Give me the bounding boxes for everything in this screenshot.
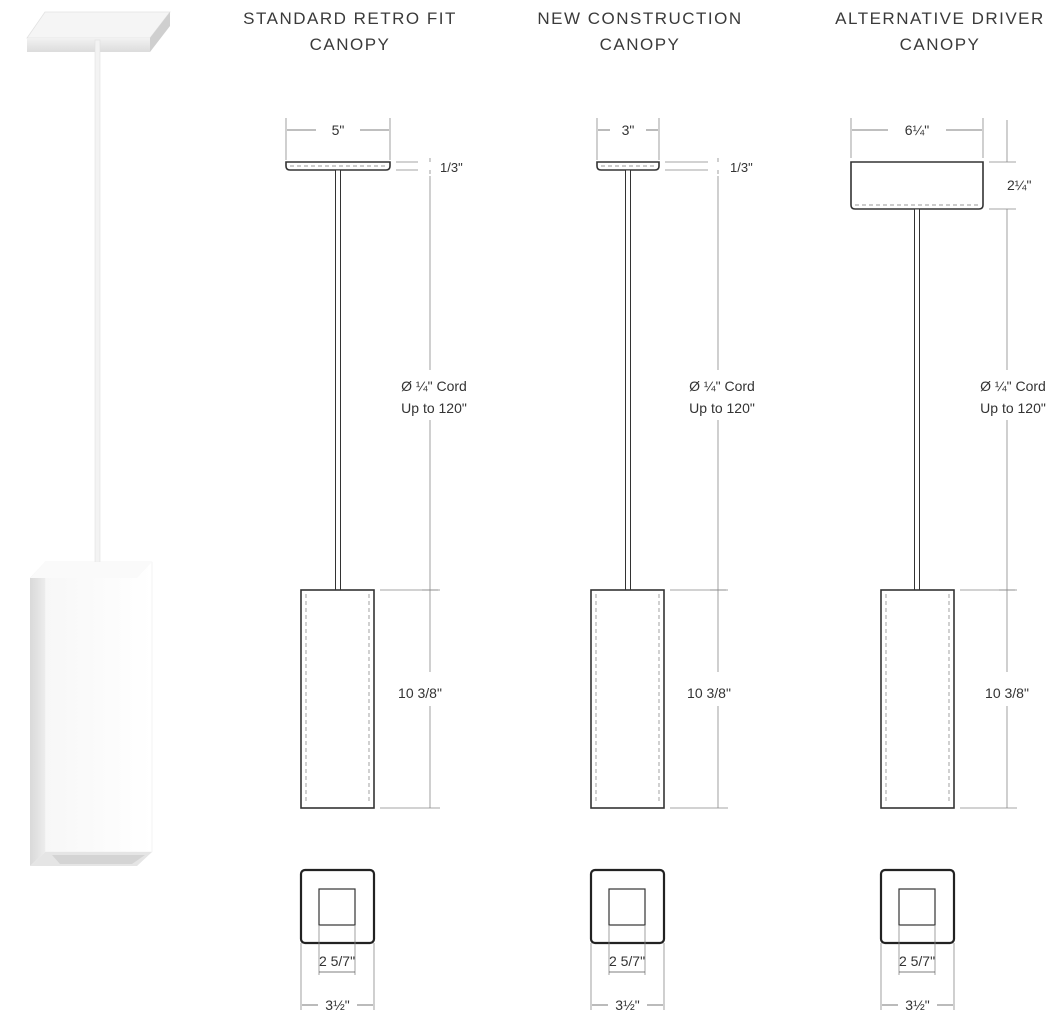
product-render (26, 11, 171, 866)
svg-text:Up to 120": Up to 120" (980, 400, 1046, 416)
fixture-bottom-view (299, 868, 376, 945)
fixture-body-side-view (880, 589, 955, 809)
svg-text:1/3": 1/3" (440, 160, 463, 175)
fixture-bottom-view (589, 868, 666, 945)
svg-text:3½": 3½" (615, 997, 639, 1013)
cord (625, 169, 631, 591)
svg-text:10 3/8": 10 3/8" (398, 685, 442, 701)
svg-text:10 3/8": 10 3/8" (687, 685, 731, 701)
canopy-height-dimension: 1/3" (665, 158, 753, 175)
svg-text:Ø ¼" Cord: Ø ¼" Cord (689, 378, 755, 394)
cord-length-dimension: Ø ¼" Cord Up to 120" (401, 176, 467, 591)
variant-title-line1: ALTERNATIVE DRIVER (835, 9, 1045, 28)
variant-standard-retro-fit: STANDARD RETRO FIT CANOPY 5" 1/3" (243, 9, 467, 1013)
variant-title-line2: CANOPY (310, 35, 391, 54)
svg-text:Up to 120": Up to 120" (689, 400, 755, 416)
svg-text:2¼": 2¼" (1007, 177, 1031, 193)
cord-length-dimension: Ø ¼" Cord Up to 120" (980, 222, 1046, 591)
svg-text:Up to 120": Up to 120" (401, 400, 467, 416)
variant-title-line2: CANOPY (900, 35, 981, 54)
render-cord (94, 39, 101, 566)
variant-title-line1: STANDARD RETRO FIT (243, 9, 457, 28)
canopy-side-view (285, 161, 391, 171)
canopy-width-dimension: 5" (285, 118, 391, 160)
body-height-dimension: 10 3/8" (960, 589, 1029, 809)
canopy-side-view (850, 161, 984, 210)
cord-length-dimension: Ø ¼" Cord Up to 120" (689, 176, 755, 591)
body-height-dimension: 10 3/8" (670, 589, 731, 809)
canopy-height-dimension: 1/3" (396, 158, 463, 175)
bottom-width-dimensions: 2 5/7" 3½" (590, 925, 665, 1013)
body-height-dimension: 10 3/8" (380, 589, 442, 809)
variant-title-line2: CANOPY (600, 35, 681, 54)
svg-text:3½": 3½" (905, 997, 929, 1013)
cord (335, 169, 341, 591)
svg-text:3½": 3½" (325, 997, 349, 1013)
canopy-height-dimension: 2¼" (989, 120, 1031, 222)
canopy-width-dimension: 6¼" (850, 118, 984, 158)
svg-text:5": 5" (332, 122, 345, 138)
variant-alternative-driver: ALTERNATIVE DRIVER CANOPY 6¼" 2¼" Ø ¼" C… (835, 9, 1046, 1013)
canopy-width-dimension: 3" (596, 118, 660, 160)
svg-text:Ø ¼" Cord: Ø ¼" Cord (980, 378, 1046, 394)
svg-text:1/3": 1/3" (730, 160, 753, 175)
svg-text:2 5/7": 2 5/7" (609, 953, 645, 969)
bottom-width-dimensions: 2 5/7" 3½" (300, 925, 375, 1013)
render-fixture-body (30, 561, 153, 866)
svg-text:3": 3" (622, 122, 635, 138)
fixture-bottom-view (879, 868, 956, 945)
bottom-width-dimensions: 2 5/7" 3½" (880, 925, 955, 1013)
svg-text:Ø ¼" Cord: Ø ¼" Cord (401, 378, 467, 394)
fixture-body-side-view (590, 589, 665, 809)
variant-title-line1: NEW CONSTRUCTION (537, 9, 742, 28)
canopy-side-view (596, 161, 660, 171)
svg-text:10 3/8": 10 3/8" (985, 685, 1029, 701)
svg-text:2 5/7": 2 5/7" (319, 953, 355, 969)
render-canopy (26, 11, 171, 52)
svg-text:2 5/7": 2 5/7" (899, 953, 935, 969)
variant-new-construction: NEW CONSTRUCTION CANOPY 3" 1/3" Ø ¼" Cor… (537, 9, 755, 1013)
cord (914, 208, 920, 591)
svg-text:6¼": 6¼" (905, 122, 929, 138)
fixture-body-side-view (300, 589, 375, 809)
